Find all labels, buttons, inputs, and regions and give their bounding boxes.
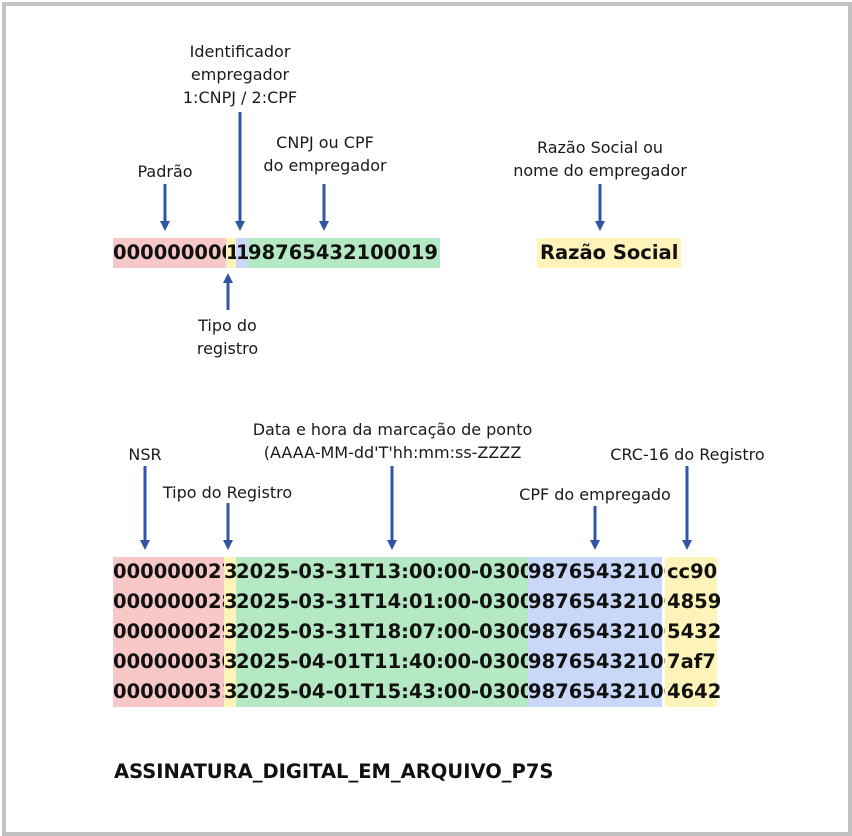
records-table: 00000002732025-03-31T13:00:00-0300987654…: [113, 557, 721, 707]
record-nsr: 000000029: [113, 617, 235, 647]
label-cpf-empregado: CPF do empregado: [519, 485, 671, 504]
record-crc: 4642: [665, 677, 721, 707]
record-row: 00000003032025-04-01T11:40:00-0300987654…: [113, 647, 717, 677]
header-nsr-segment: 000000000: [113, 238, 235, 268]
label-cnpj-cpf-empregador: CNPJ ou CPF do empregador: [263, 133, 387, 175]
record-tipo: 3: [224, 677, 238, 707]
record-tipo: 3: [224, 617, 238, 647]
header-record: 0000000001198765432100019: [113, 238, 440, 268]
record-nsr: 000000028: [113, 587, 235, 617]
record-nsr: 000000030: [113, 647, 235, 677]
label-nsr: NSR: [128, 445, 162, 464]
label-data-hora: Data e hora da marcação de ponto (AAAA-M…: [252, 420, 533, 462]
record-row: 00000003132025-04-01T15:43:00-0300987654…: [113, 677, 721, 707]
label-razao-social: Razão Social ou nome do empregador: [513, 138, 687, 180]
footer-signature-label: ASSINATURA_DIGITAL_EM_ARQUIVO_P7S: [114, 760, 554, 783]
record-tipo: 3: [224, 647, 238, 677]
record-datahora: 2025-04-01T11:40:00-0300: [236, 647, 533, 677]
record-cpf: 98765432100: [528, 557, 677, 587]
record-crc: 7af7: [665, 647, 717, 677]
record-cpf: 98765432100: [528, 587, 677, 617]
record-datahora: 2025-04-01T15:43:00-0300: [236, 677, 533, 707]
record-datahora: 2025-03-31T14:01:00-0300: [236, 587, 533, 617]
record-crc: 5432: [665, 617, 721, 647]
record-datahora: 2025-03-31T13:00:00-0300: [236, 557, 533, 587]
record-crc: cc90: [665, 557, 717, 587]
label-tipo-do-registro-header: Tipo do registro: [196, 316, 259, 358]
record-nsr: 000000031: [113, 677, 235, 707]
record-cpf: 98765432100: [528, 647, 677, 677]
record-row: 00000002732025-03-31T13:00:00-0300987654…: [113, 557, 717, 587]
record-tipo: 3: [224, 557, 238, 587]
record-row: 00000002932025-03-31T18:07:00-0300987654…: [113, 617, 721, 647]
header-documento-segment: 98765432100019: [248, 238, 440, 268]
label-tipo-do-registro: Tipo do Registro: [162, 483, 293, 502]
label-crc16: CRC-16 do Registro: [610, 445, 765, 464]
header-identificador-segment: 1: [236, 238, 250, 268]
record-datahora: 2025-03-31T18:07:00-0300: [236, 617, 533, 647]
razao-social-value: Razão Social: [537, 238, 682, 268]
label-padrao: Padrão: [137, 162, 193, 181]
record-nsr: 000000027: [113, 557, 235, 587]
record-tipo: 3: [224, 587, 238, 617]
record-cpf: 98765432100: [528, 677, 677, 707]
record-cpf: 98765432100: [528, 617, 677, 647]
label-identificador-empregador: Identificador empregador 1:CNPJ / 2:CPF: [182, 42, 298, 107]
record-crc: 4859: [665, 587, 721, 617]
record-row: 00000002832025-03-31T14:01:00-0300987654…: [113, 587, 721, 617]
